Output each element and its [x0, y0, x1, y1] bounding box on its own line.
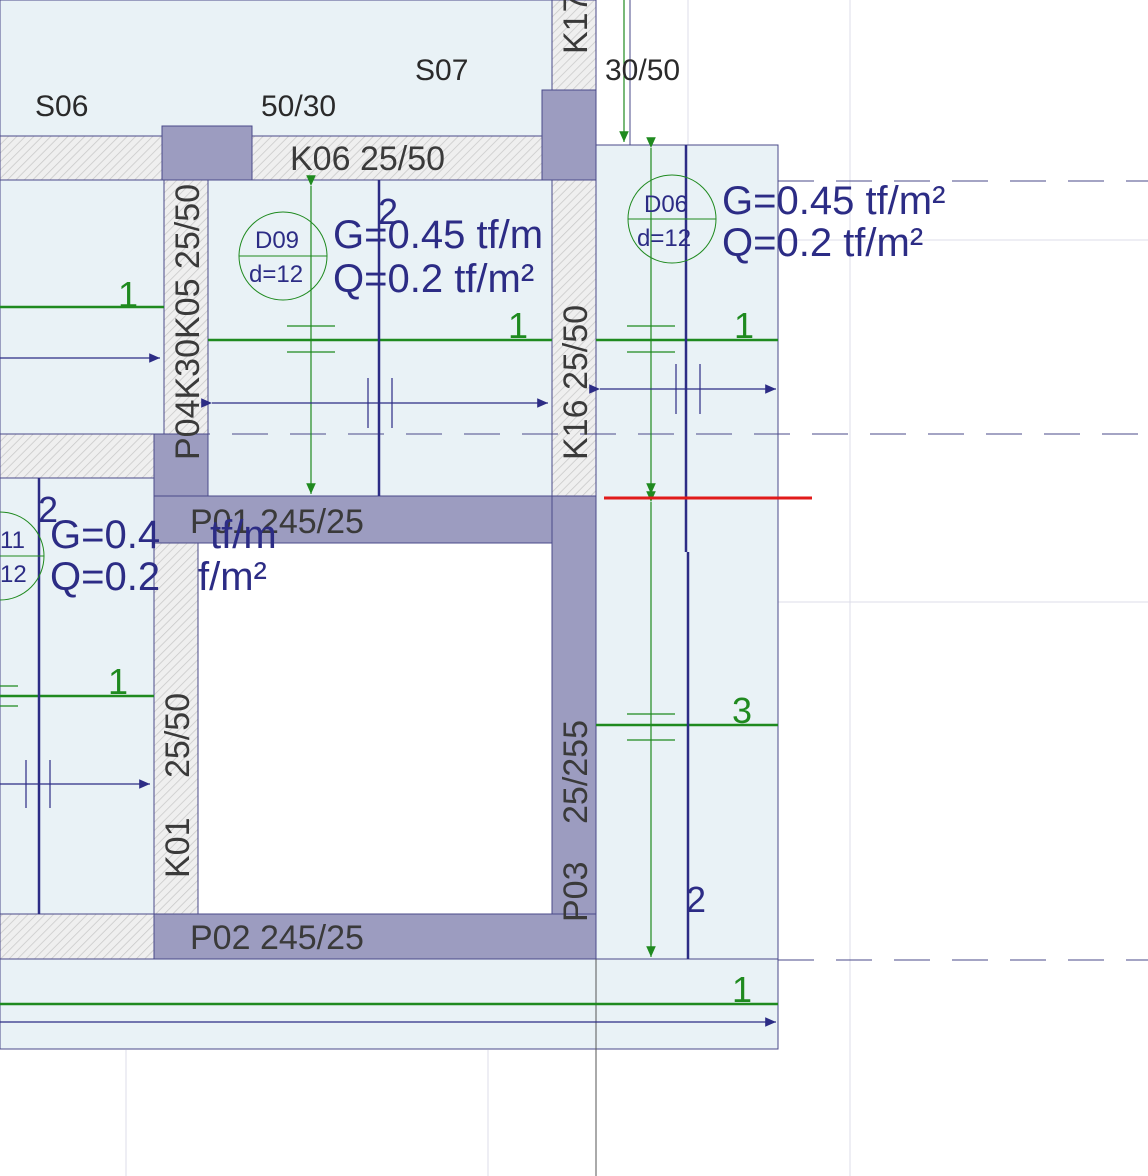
load-q-11: Q=0.2	[50, 555, 160, 599]
slab-thickness-d09: d=12	[249, 261, 303, 288]
load-q-d06: Q=0.2 tf/m²	[722, 221, 923, 265]
rebar-number-green: 1	[108, 661, 128, 702]
load-g-11-tail: tf/m	[210, 513, 277, 557]
column-top	[161, 125, 253, 181]
beams	[0, 0, 597, 960]
wall-p02	[153, 913, 597, 960]
wall-p01	[153, 495, 597, 544]
slab-label-s07: S07	[415, 54, 468, 87]
wall-label-p03: P03	[557, 862, 595, 923]
green-span-arrows	[0, 0, 675, 957]
beam-label-p04: P04K30K05 25/50	[169, 184, 207, 460]
beam-k16	[551, 179, 597, 497]
beam-label-k17: K17	[557, 0, 595, 54]
load-q-11-tail: f/m²	[198, 555, 267, 599]
rebar-number-blue: 2	[38, 489, 58, 530]
rebar-number-green: 1	[508, 305, 528, 346]
blue-reinforcement	[37, 145, 690, 959]
slab-s06	[0, 0, 553, 137]
rebar-number-green: 1	[118, 274, 138, 315]
beam-bottom-left	[0, 913, 155, 960]
slab-id-d09: D09	[255, 227, 299, 254]
beam-top-left	[0, 135, 165, 181]
slab-thickness-d06: d=12	[637, 225, 691, 252]
wall-label-p02: P02 245/25	[190, 919, 364, 957]
wall-p03	[551, 495, 597, 960]
columns	[153, 89, 597, 960]
beam-size-k01: 25/50	[159, 693, 197, 778]
slab-label-s06: S06	[35, 90, 88, 123]
rebar-number-green: 3	[732, 690, 752, 731]
slab-circles	[0, 174, 717, 601]
load-g-11: G=0.4	[50, 513, 160, 557]
beam-label-k16: K16 25/50	[557, 305, 595, 460]
column-right	[541, 89, 597, 181]
beam-mid-left	[0, 433, 155, 479]
load-g-d09: G=0.45 tf/m	[333, 213, 543, 257]
wall-size-p03: 25/255	[557, 720, 595, 824]
beam-k17	[551, 0, 597, 93]
column-size-top: 50/30	[261, 90, 336, 123]
rebar-number-green: 1	[734, 305, 754, 346]
rebar-number-blue: 2	[686, 879, 706, 920]
axis-lines	[0, 180, 1148, 961]
beam-k06	[251, 135, 545, 181]
beam-k01	[153, 542, 199, 915]
load-g-d06: G=0.45 tf/m²	[722, 179, 945, 223]
beam-label-k06: K06 25/50	[290, 140, 445, 178]
slab-id-d06: D06	[644, 191, 688, 218]
load-q-d09: Q=0.2 tf/m²	[333, 257, 534, 301]
wall-label-p01: P01 245/25	[190, 503, 364, 541]
blue-span-arrows	[0, 353, 776, 1027]
slab-thickness-11: 12	[0, 561, 27, 588]
opening	[197, 542, 553, 915]
column-size-right: 30/50	[605, 54, 680, 87]
rebar-number-green: 1	[732, 969, 752, 1010]
rebar-number-blue: 2	[378, 191, 398, 232]
beam-label-k01: K01	[159, 818, 197, 879]
slab-id-11: 11	[0, 527, 25, 554]
